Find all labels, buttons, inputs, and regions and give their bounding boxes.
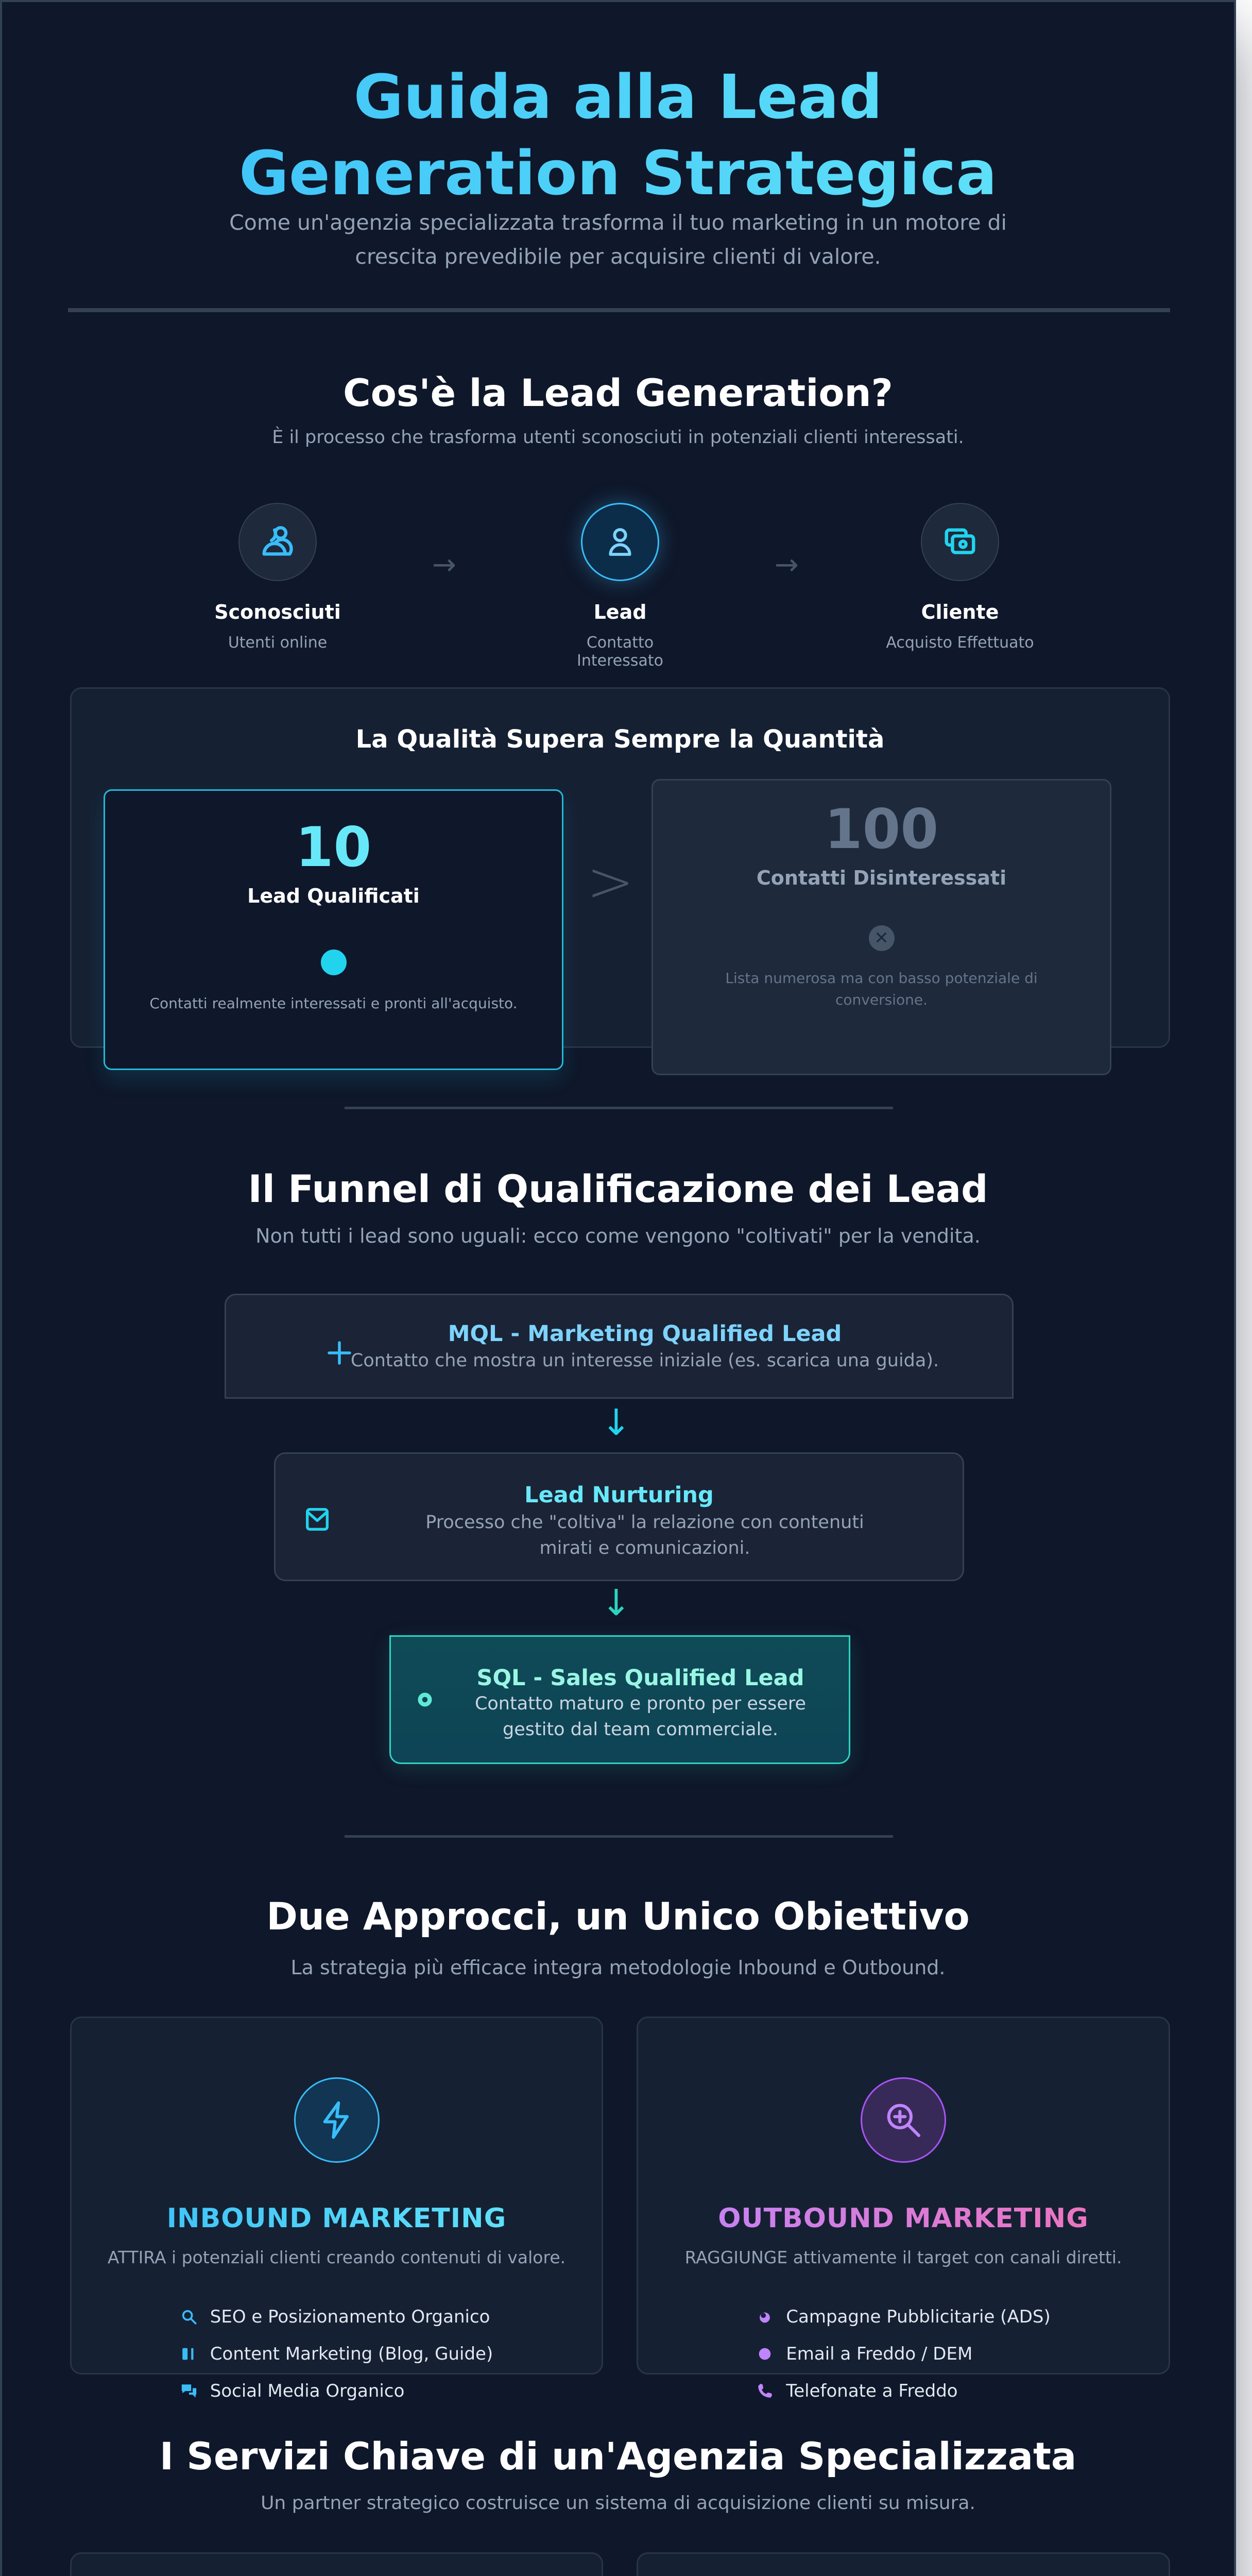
section-subheading-funnel: Non tutti i lead sono uguali: ecco come … [255, 1225, 981, 1247]
mail-icon [306, 1508, 329, 1531]
outbound-title: OUTBOUND MARKETING [638, 2203, 1169, 2234]
funnel-step-mql: MQL - Marketing Qualified Lead Contatto … [225, 1294, 1014, 1399]
stage-name: Sconosciuti [214, 601, 341, 623]
stage-cliente: Cliente Acquisto Effettuato [883, 503, 1037, 652]
funnel-step-title: Lead Nurturing [524, 1482, 714, 1508]
plus-icon [328, 1341, 351, 1365]
funnel-step-title: SQL - Sales Qualified Lead [476, 1665, 804, 1691]
stage-lead: Lead Contatto Interessato [543, 503, 697, 670]
search-icon [180, 2308, 210, 2326]
stage-desc: Contatto Interessato [577, 634, 663, 670]
x-circle-icon: ✕ [868, 925, 895, 951]
arrow-right-icon: → [775, 548, 799, 582]
stage-desc: Utenti online [228, 634, 328, 652]
megaphone-icon [756, 2308, 786, 2326]
arrow-down-icon: ↓ [601, 1582, 631, 1624]
service-card-paid-ads: Paid Advertising Ottieni risultati rapid… [637, 2552, 1170, 2576]
section-heading-what-is: Cos'è la Lead Generation? [343, 371, 893, 415]
stage-circle [921, 503, 999, 581]
list-item: Campagne Pubblicitarie (ADS) [756, 2298, 1051, 2335]
greater-than-icon: > [587, 849, 634, 914]
dot-icon [320, 950, 347, 975]
user-icon [609, 528, 631, 556]
page-title: Guida alla Lead Generation Strategica [2, 59, 1234, 211]
email-icon [756, 2345, 786, 2363]
divider [68, 308, 1170, 312]
funnel-step-nurturing: Lead Nurturing Processo che "coltiva" la… [274, 1452, 964, 1581]
target-icon [418, 1692, 432, 1707]
inbound-channel-list: SEO e Posizionamento Organico Content Ma… [180, 2298, 493, 2410]
list-item: Social Media Organico [180, 2372, 493, 2410]
inbound-icon-circle [294, 2077, 380, 2163]
book-icon [180, 2345, 210, 2363]
outbound-desc: RAGGIUNGE attivamente il target con cana… [684, 2247, 1122, 2267]
list-item: Content Marketing (Blog, Guide) [180, 2335, 493, 2372]
lightning-icon [323, 2101, 349, 2139]
section-subheading-approaches: La strategia più efficace integra metodo… [290, 1956, 946, 1979]
phone-icon [756, 2382, 786, 2400]
unqualified-contacts-card: 100 Contatti Disinteressati ✕ Lista nume… [651, 779, 1111, 1075]
users-icon [262, 526, 293, 556]
divider [345, 1107, 893, 1109]
outbound-icon-circle [861, 2077, 946, 2163]
funnel-step-desc: Processo che "coltiva" la relazione con … [425, 1512, 864, 1558]
page-subtitle: Come un'agenzia specializzata trasforma … [229, 210, 1007, 269]
outbound-channel-list: Campagne Pubblicitarie (ADS) Email a Fre… [756, 2298, 1051, 2410]
inbound-title: INBOUND MARKETING [72, 2203, 602, 2234]
list-item: Telefonate a Freddo [756, 2372, 1051, 2410]
qualified-label: Lead Qualificati [247, 885, 420, 907]
zoom-in-icon [887, 2104, 920, 2137]
arrow-down-icon: ↓ [601, 1401, 631, 1444]
stage-desc: Acquisto Effettuato [886, 634, 1034, 652]
funnel-step-title: MQL - Marketing Qualified Lead [448, 1321, 842, 1347]
list-item: SEO e Posizionamento Organico [180, 2298, 493, 2335]
section-heading-services: I Servizi Chiave di un'Agenzia Specializ… [159, 2435, 1077, 2479]
list-item: Email a Freddo / DEM [756, 2335, 1051, 2372]
stage-sconosciuti: Sconosciuti Utenti online [200, 503, 355, 652]
stage-circle [238, 503, 317, 581]
chat-icon [180, 2382, 210, 2400]
quality-comparison-box: La Qualità Supera Sempre la Quantità 10 … [70, 687, 1170, 1075]
unqualified-label: Contatti Disinteressati [756, 867, 1007, 889]
money-icon [945, 528, 975, 554]
unqualified-desc: Lista numerosa ma con basso potenziale d… [725, 970, 1038, 1008]
section-heading-approaches: Due Approcci, un Unico Obiettivo [266, 1895, 970, 1939]
section-subheading-what-is: È il processo che trasforma utenti scono… [272, 427, 964, 448]
outbound-card: OUTBOUND MARKETING RAGGIUNGE attivamente… [637, 2016, 1170, 2401]
arrow-right-icon: → [432, 548, 456, 582]
funnel-step-sql: SQL - Sales Qualified Lead Contatto matu… [389, 1635, 850, 1764]
funnel-step-desc: Contatto maturo e pronto per essere gest… [474, 1693, 807, 1740]
unqualified-number: 100 [824, 798, 939, 861]
service-card-seo: SEO e Content Marketing Intercetta la do… [70, 2552, 603, 2576]
quality-title: La Qualità Supera Sempre la Quantità [355, 725, 885, 754]
stage-circle-active [581, 503, 659, 581]
funnel-step-desc: Contatto che mostra un interesse inizial… [350, 1350, 939, 1371]
qualified-leads-card: 10 Lead Qualificati Contatti realmente i… [104, 789, 563, 1070]
qualified-number: 10 [295, 816, 372, 879]
inbound-card: INBOUND MARKETING ATTIRA i potenziali cl… [70, 2016, 603, 2401]
section-subheading-services: Un partner strategico costruisce un sist… [261, 2493, 975, 2514]
section-heading-funnel: Il Funnel di Qualificazione dei Lead [248, 1167, 988, 1211]
divider [345, 1835, 893, 1838]
qualified-desc: Contatti realmente interessati e pronti … [149, 995, 518, 1012]
stage-name: Lead [593, 601, 647, 623]
inbound-desc: ATTIRA i potenziali clienti creando cont… [107, 2247, 566, 2267]
stage-name: Cliente [921, 601, 999, 623]
